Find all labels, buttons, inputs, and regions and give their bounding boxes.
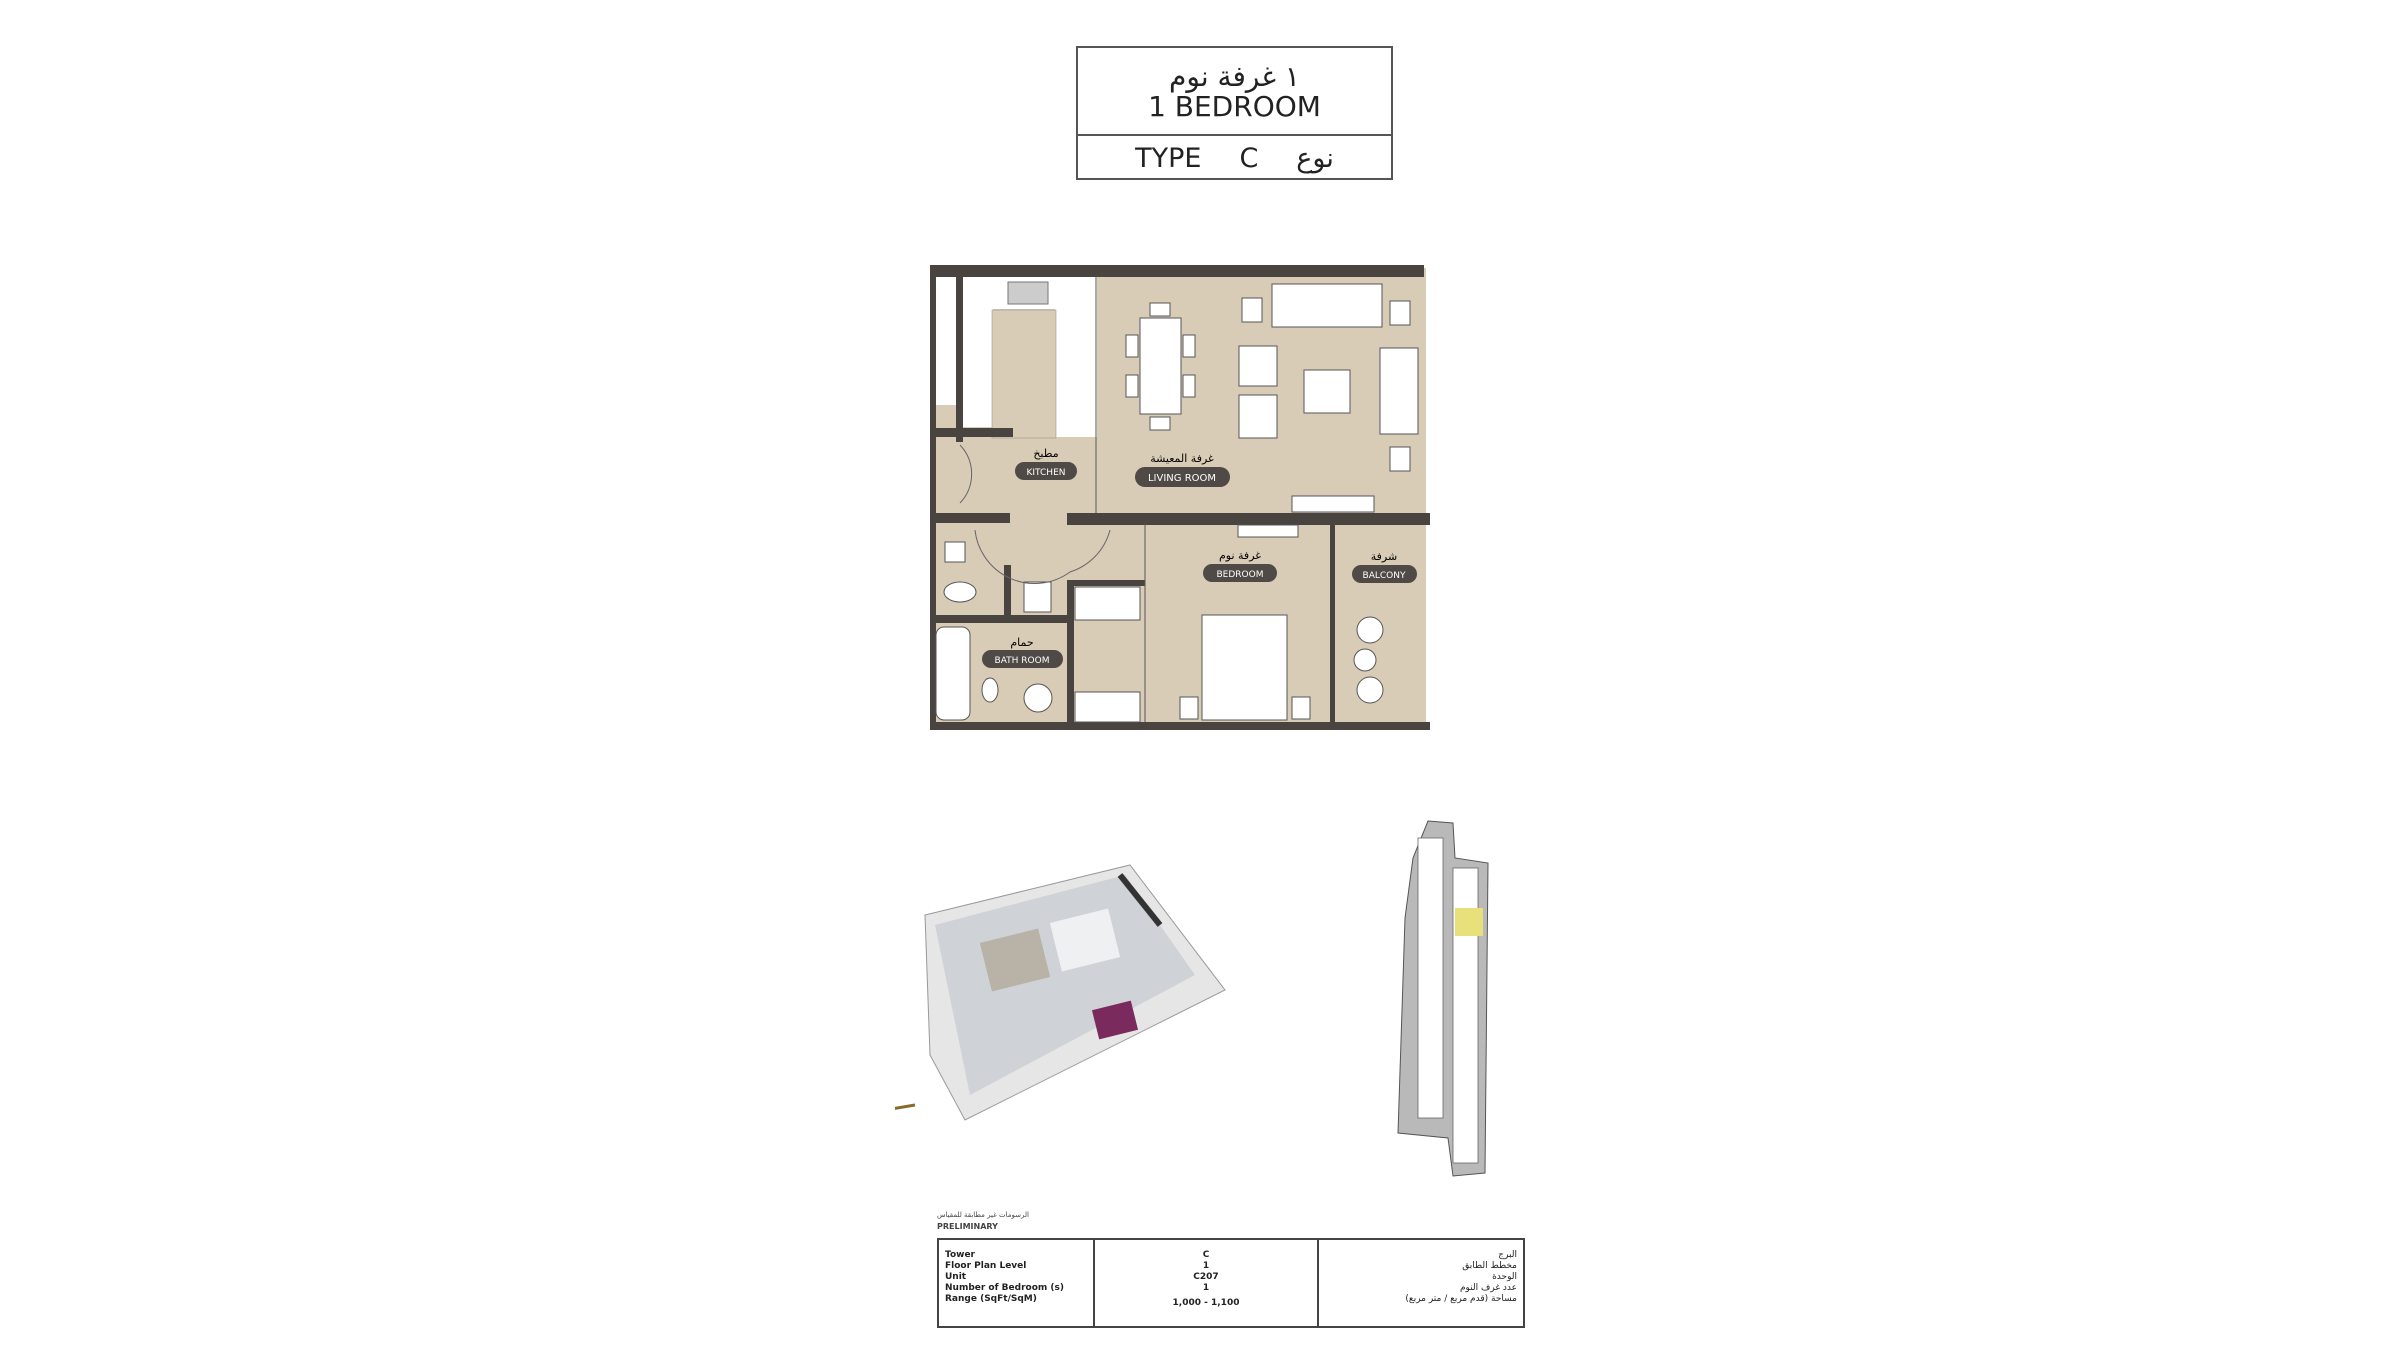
- room-label-bathroom: حمام BATH ROOM: [982, 636, 1063, 668]
- unit-info-table: Tower Floor Plan Level Unit Number of Be…: [937, 1238, 1525, 1328]
- key-plan: [1397, 820, 1489, 1177]
- label-ar-bedrooms: عدد غرف النوم: [1459, 1283, 1517, 1293]
- type-value: C: [1239, 142, 1259, 174]
- label-floor: Floor Plan Level: [945, 1261, 1027, 1271]
- room-label-kitchen: مطبخ KITCHEN: [1015, 447, 1077, 480]
- svg-text:LIVING ROOM: LIVING ROOM: [1148, 473, 1216, 484]
- furniture: [935, 283, 1419, 723]
- walls: [930, 265, 1430, 730]
- label-bedrooms: Number of Bedroom (s): [945, 1283, 1064, 1293]
- label-range: Range (SqFt/SqM): [945, 1294, 1037, 1304]
- value-range: 1,000 - 1,100: [1172, 1298, 1240, 1308]
- svg-text:BATH ROOM: BATH ROOM: [995, 656, 1050, 666]
- label-unit: Unit: [945, 1272, 967, 1282]
- room-label-balcony: شرفة BALCONY: [1352, 550, 1417, 583]
- floor-plan: مطبخ KITCHEN غرفة المعيشة LIVING ROOM غر…: [930, 265, 1430, 730]
- arabic-title: ١ غرفة نوم: [1169, 60, 1300, 93]
- label-ar-tower: البرج: [1498, 1250, 1517, 1260]
- room-label-bedroom: غرفة نوم BEDROOM: [1203, 549, 1277, 582]
- unit-highlight: [1455, 908, 1483, 936]
- north-arrow-icon: [895, 1103, 916, 1110]
- svg-text:مطبخ: مطبخ: [1033, 447, 1058, 460]
- value-unit: C207: [1193, 1272, 1219, 1282]
- type-arabic: نوع: [1296, 142, 1334, 174]
- svg-text:BEDROOM: BEDROOM: [1217, 570, 1264, 580]
- svg-text:شرفة: شرفة: [1371, 550, 1397, 563]
- label-ar-floor: مخطط الطابق: [1462, 1261, 1517, 1271]
- 3d-unit-view: [895, 864, 1226, 1121]
- unit-title-box: ١ غرفة نوم 1 BEDROOM TYPE C نوع: [1076, 46, 1393, 180]
- type-label: TYPE: [1135, 142, 1202, 174]
- disclaimer: الرسومات غير مطابقة للمقياس PRELIMINARY: [937, 1211, 1029, 1231]
- unit-title: 1 BEDROOM: [1148, 90, 1321, 123]
- svg-text:غرفة المعيشة: غرفة المعيشة: [1150, 452, 1214, 465]
- svg-text:حمام: حمام: [1010, 636, 1033, 649]
- svg-text:غرفة نوم: غرفة نوم: [1219, 549, 1261, 562]
- label-ar-range: مساحة (قدم مربع / متر مربع): [1405, 1294, 1517, 1304]
- value-floor: 1: [1202, 1261, 1210, 1271]
- label-ar-unit: الوحدة: [1492, 1272, 1517, 1282]
- room-label-living-room: غرفة المعيشة LIVING ROOM: [1135, 452, 1230, 487]
- label-tower: Tower: [945, 1250, 975, 1260]
- value-tower: C: [1202, 1250, 1210, 1260]
- svg-text:KITCHEN: KITCHEN: [1027, 468, 1066, 478]
- value-bedrooms: 1: [1202, 1283, 1210, 1293]
- svg-text:BALCONY: BALCONY: [1363, 571, 1406, 581]
